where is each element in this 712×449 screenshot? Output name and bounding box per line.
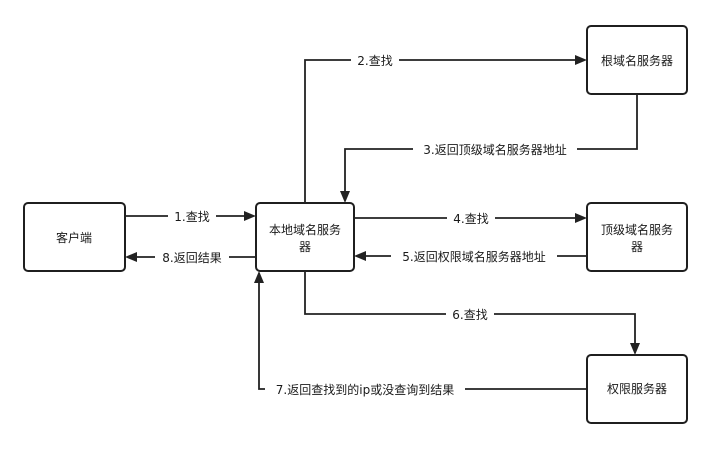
edge-1-label: 1.查找 (174, 210, 209, 224)
edge-7-label-group: 7.返回查找到的ip或没查询到结果 (265, 381, 465, 397)
edge-8-arrowhead (125, 252, 137, 262)
edge-4-arrowhead (575, 213, 587, 223)
local-dns-box (255, 202, 355, 272)
node-local-dns[interactable]: 本地域名服务 器 (255, 202, 355, 272)
node-auth-dns[interactable]: 权限服务器 (586, 354, 688, 424)
edge-1-arrowhead (244, 211, 256, 221)
local-dns-label-line1: 本地域名服务 (269, 222, 341, 237)
tld-dns-label-line2: 器 (631, 240, 643, 254)
edge-7-return (254, 271, 587, 390)
client-box (23, 202, 126, 272)
edge-2-arrowhead (575, 55, 587, 65)
edge-3-label: 3.返回顶级域名服务器地址 (423, 142, 566, 157)
root-dns-label: 根域名服务器 (601, 53, 673, 68)
edge-3-label-group: 3.返回顶级域名服务器地址 (413, 141, 577, 157)
edge-5-label: 5.返回权限域名服务器地址 (402, 249, 545, 264)
node-tld-dns[interactable]: 顶级域名服务 器 (586, 202, 688, 272)
edge-1-label-group: 1.查找 (168, 208, 216, 224)
edge-2-query (304, 55, 587, 203)
edge-4-label: 4.查找 (453, 212, 488, 226)
auth-dns-label: 权限服务器 (607, 381, 667, 396)
edge-6-label-group: 6.查找 (446, 306, 494, 322)
edge-6-arrowhead (630, 343, 640, 355)
edge-7-label: 7.返回查找到的ip或没查询到结果 (276, 382, 454, 397)
node-root-dns[interactable]: 根域名服务器 (586, 25, 688, 95)
edge-2-label-group: 2.查找 (351, 52, 399, 68)
edge-6-label: 6.查找 (452, 308, 487, 322)
edge-8-label: 8.返回结果 (162, 251, 221, 265)
edge-5-label-group: 5.返回权限域名服务器地址 (391, 248, 557, 264)
edge-3-arrowhead (340, 191, 350, 203)
edge-5-arrowhead (354, 251, 366, 261)
edge-8-label-group: 8.返回结果 (155, 249, 229, 265)
tld-dns-label-line1: 顶级域名服务 (601, 222, 673, 237)
edge-2-line (304, 59, 575, 203)
tld-dns-box (586, 202, 688, 272)
edge-2-label: 2.查找 (357, 54, 392, 68)
edge-4-label-group: 4.查找 (447, 210, 495, 226)
node-client[interactable]: 客户端 (23, 202, 126, 272)
local-dns-label-line2: 器 (299, 240, 311, 254)
edge-7-line (258, 283, 587, 390)
client-label: 客户端 (56, 230, 92, 245)
edge-7-arrowhead (254, 271, 264, 283)
